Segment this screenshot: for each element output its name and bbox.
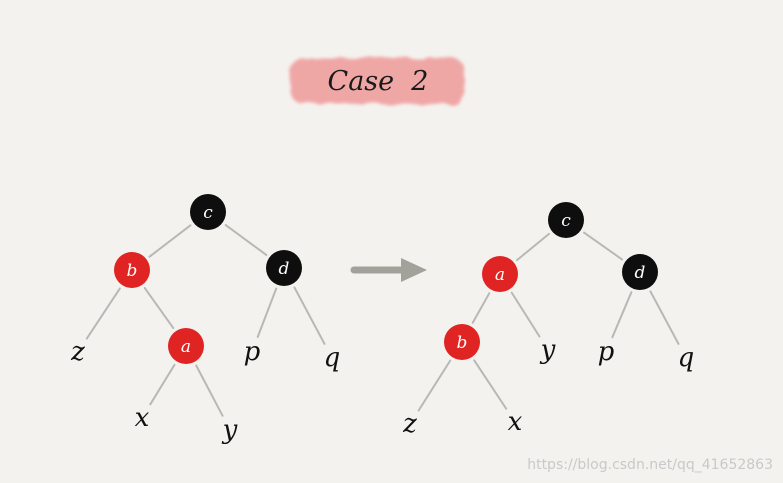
node-after-a: a (482, 256, 518, 292)
leaf-after-z: z (402, 409, 417, 439)
edge-after-a-b (471, 292, 491, 324)
node-after-b: b (444, 324, 480, 360)
leaf-after-q: q (678, 343, 695, 373)
edge-after-b-z (417, 359, 452, 412)
edges-layer (85, 224, 680, 417)
watermark: https://blog.csdn.net/qq_41652863 (527, 457, 773, 473)
edge-before-d-q (293, 286, 326, 345)
node-after-a-circle (482, 256, 518, 292)
edge-after-c-a (516, 232, 550, 262)
node-before-a-circle (168, 328, 204, 364)
leaf-before-p: p (244, 337, 261, 367)
leaf-before-q: q (324, 343, 341, 373)
node-after-c: c (548, 202, 584, 238)
leaf-after-y: y (540, 335, 556, 365)
node-before-b: b (114, 252, 150, 288)
node-before-b-circle (114, 252, 150, 288)
edge-before-c-d (224, 224, 268, 256)
edge-after-d-p (611, 291, 633, 339)
node-after-b-label: b (457, 333, 468, 353)
node-before-a: a (168, 328, 204, 364)
edge-after-d-q (649, 290, 680, 345)
title-text: Case 2 (328, 66, 429, 97)
title-banner: Case 2 (290, 58, 465, 104)
node-before-c-circle (190, 194, 226, 230)
leaf-before-z: z (70, 337, 85, 367)
edge-before-a-y (195, 364, 224, 417)
node-after-c-circle (548, 202, 584, 238)
leaf-before-x: x (135, 403, 150, 433)
edge-before-a-x (149, 363, 176, 406)
node-before-a-label: a (181, 337, 191, 357)
node-before-b-label: b (127, 261, 138, 281)
nodes-layer: c b d a c a d b (114, 194, 658, 364)
node-after-c-label: c (561, 211, 571, 231)
node-before-d-circle (266, 250, 302, 286)
edge-after-c-d (583, 231, 623, 261)
node-after-a-label: a (495, 265, 505, 285)
edge-after-b-x (473, 359, 508, 410)
transform-arrow (350, 258, 427, 282)
node-after-d: d (622, 254, 658, 290)
leaf-before-y: y (222, 415, 238, 445)
node-before-c-label: c (203, 203, 213, 223)
edge-before-c-b (148, 224, 192, 258)
node-after-d-circle (622, 254, 658, 290)
node-after-b-circle (444, 324, 480, 360)
leaves-layer: z x y p q z x y p q (70, 335, 694, 445)
edge-before-d-p (256, 287, 278, 338)
leaf-after-p: p (598, 337, 615, 367)
arrow-head (401, 258, 427, 282)
title-highlight (290, 58, 465, 104)
leaf-after-x: x (508, 407, 523, 437)
node-after-d-label: d (635, 263, 646, 283)
node-before-d-label: d (279, 259, 290, 279)
node-before-c: c (190, 194, 226, 230)
node-before-d: d (266, 250, 302, 286)
edge-before-b-a (143, 286, 175, 330)
edge-after-a-y (510, 291, 541, 338)
edge-before-b-z (85, 287, 121, 340)
